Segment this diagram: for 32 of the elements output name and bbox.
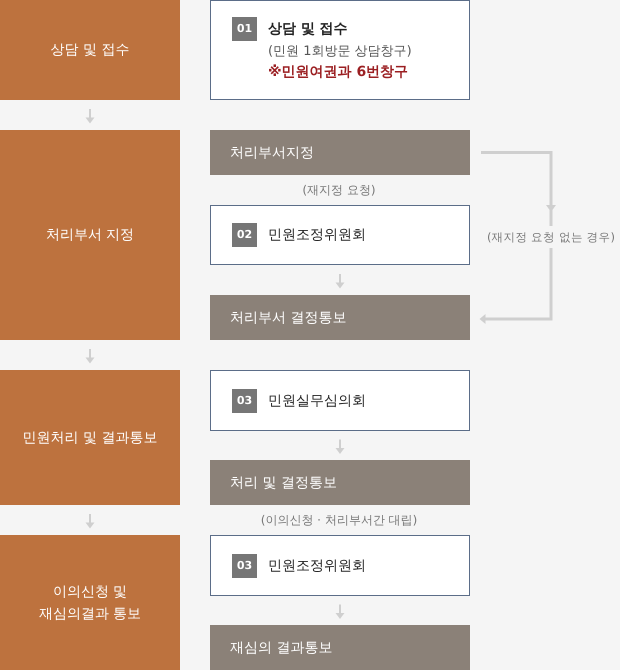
stage-box: 이의신청 및 재심의결과 통보 xyxy=(0,535,180,670)
step-box xyxy=(210,0,470,100)
step-number-badge: 02 xyxy=(232,223,257,247)
location-note: ※민원여권과 6번창구 xyxy=(268,63,408,82)
arrow xyxy=(336,604,344,619)
step-title: 민원조정위원회 xyxy=(268,226,366,245)
step-title: 민원조정위원회 xyxy=(268,556,366,576)
step-box xyxy=(210,370,470,431)
result-bar: 처리부서 결정통보 xyxy=(210,295,470,340)
result-bar: 처리 및 결정통보 xyxy=(210,460,470,505)
result-bar: 처리부서지정 xyxy=(210,130,470,175)
result-bar: 재심의 결과통보 xyxy=(210,625,470,670)
edge-label: (재지정 요청 없는 경우) xyxy=(486,226,616,248)
arrow xyxy=(336,274,344,288)
step-number-badge: 01 xyxy=(232,17,257,41)
arrow xyxy=(86,349,94,364)
arrow xyxy=(480,151,556,324)
step-box xyxy=(210,205,470,265)
stage-box: 처리부서 지정 xyxy=(0,130,180,340)
step-number-badge: 03 xyxy=(232,388,257,412)
step-title: 상담 및 접수 xyxy=(268,20,348,39)
step-number-badge: 03 xyxy=(232,554,257,578)
condition-note: (이의신청 · 처리부서간 대립) xyxy=(260,512,418,528)
step-title: 민원실무심의회 xyxy=(268,392,366,410)
arrow xyxy=(336,440,344,454)
stage-box: 상담 및 접수 xyxy=(0,0,180,100)
arrow xyxy=(86,514,94,528)
step-note: (민원 1회방문 상담창구) xyxy=(268,43,412,61)
stage-box: 민원처리 및 결과통보 xyxy=(0,370,180,505)
condition-note: (재지정 요청) xyxy=(302,182,376,198)
step-box xyxy=(210,535,470,596)
arrow xyxy=(86,109,94,124)
